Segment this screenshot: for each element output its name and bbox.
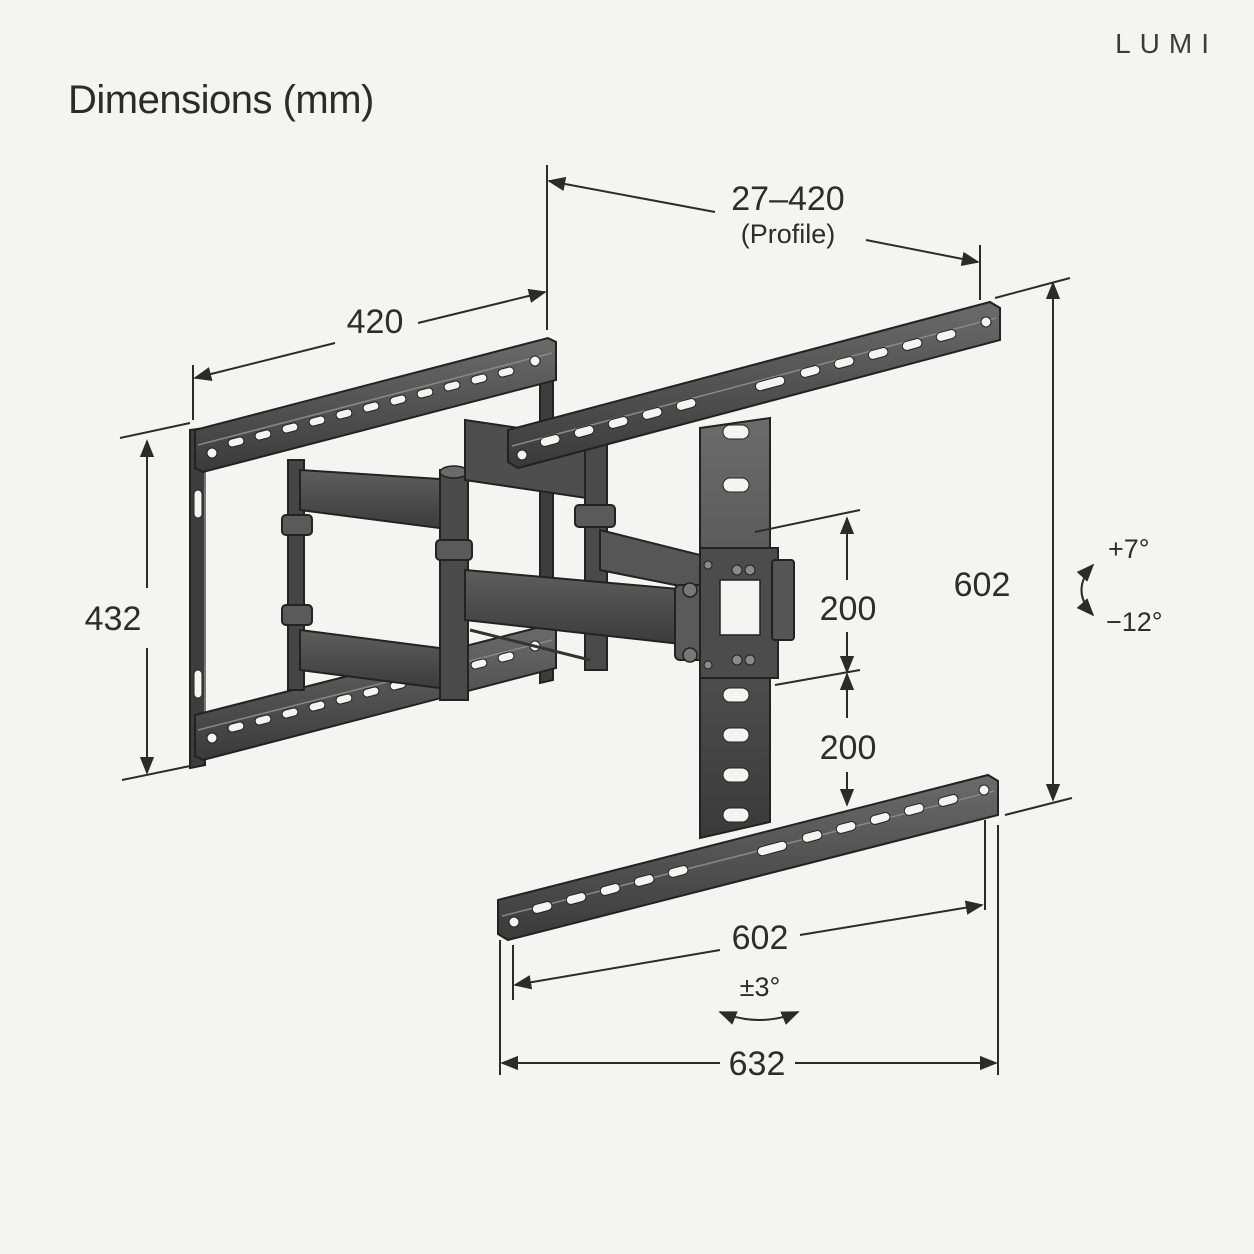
tv-bracket (497, 300, 1001, 942)
wall-plate-height-label: 432 (85, 600, 142, 638)
swivel-level-label: ±3° (740, 972, 781, 1002)
vesa-lower-spacing-label: 200 (820, 729, 877, 767)
vesa-upper-spacing-label: 200 (820, 590, 877, 628)
overall-width-label: 632 (729, 1045, 786, 1083)
wall-plate (189, 336, 557, 770)
tv-rail-width-label: 602 (732, 919, 789, 957)
tv-rail-height-label: 602 (954, 566, 1011, 604)
page-title: Dimensions (mm) (68, 78, 374, 122)
tilt-down-label: −12° (1106, 607, 1163, 637)
profile-depth-label: 27–420 (731, 180, 844, 218)
tilt-up-label: +7° (1108, 534, 1150, 564)
profile-note-label: (Profile) (741, 219, 836, 249)
wall-plate-width-label: 420 (347, 303, 404, 341)
dimension-lines (119, 165, 1095, 1075)
brand-logo: LUMI (1115, 28, 1218, 59)
